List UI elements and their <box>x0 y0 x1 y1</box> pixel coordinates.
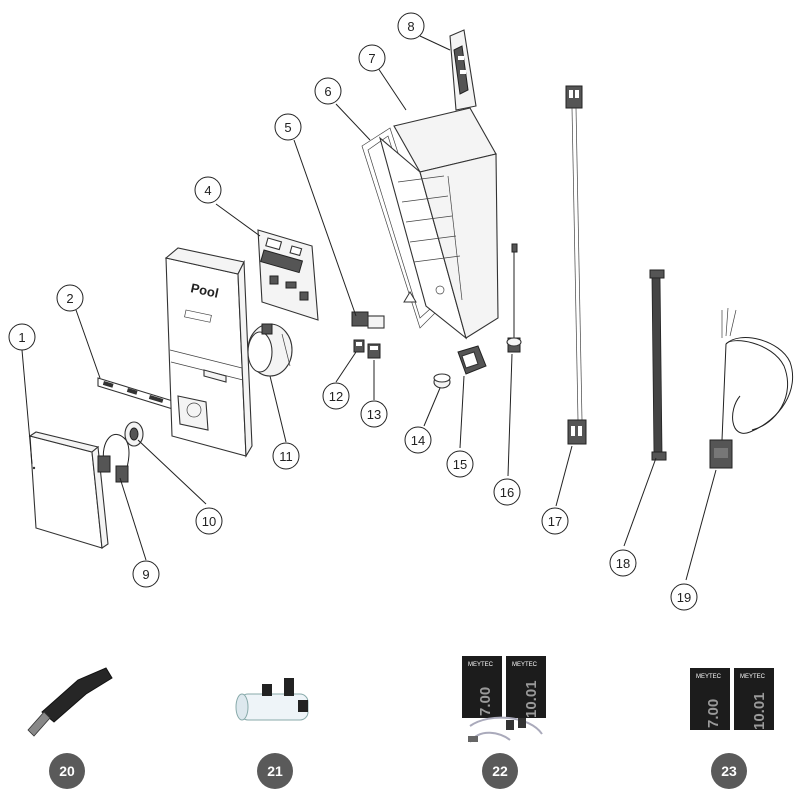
part-12-connector <box>353 339 365 353</box>
part-7-rear-enclosure <box>378 107 499 340</box>
packet-22b <box>506 656 546 718</box>
callout-6-label: 6 <box>324 84 331 99</box>
packet-23a-value: 7.00 <box>705 699 722 728</box>
callout-7-label: 7 <box>368 51 375 66</box>
packet-23a-brand: MEYTEC <box>696 674 722 680</box>
callout-4-label: 4 <box>204 183 211 198</box>
packet-22b-value: 10.01 <box>523 680 540 718</box>
callout-18-label: 18 <box>616 556 630 571</box>
callout-2-label: 2 <box>66 291 73 306</box>
badge-21: 21 <box>257 753 293 789</box>
callout-14: 14 <box>404 426 432 454</box>
part-23-packets: MEYTEC 7.00 MEYTEC 10.01 <box>690 668 774 730</box>
part-22-calibration-kit: MEYTEC 7.00 MEYTEC 10.01 <box>462 656 546 743</box>
callout-19-label: 19 <box>677 590 691 605</box>
part-13-connector <box>367 343 381 359</box>
badge-23: 23 <box>711 753 747 789</box>
packet-23a <box>690 668 730 730</box>
part-19-power-cord <box>709 307 794 469</box>
callout-8: 8 <box>397 12 425 40</box>
callout-16: 16 <box>493 478 521 506</box>
badge-23-label: 23 <box>721 763 737 779</box>
packet-22a-value: 7.00 <box>477 687 494 716</box>
callout-1-label: 1 <box>18 330 25 345</box>
callout-10-label: 10 <box>202 514 216 529</box>
callout-17-label: 17 <box>548 514 562 529</box>
callout-19: 19 <box>670 583 698 611</box>
callout-8-label: 8 <box>407 19 414 34</box>
callout-10: 10 <box>195 507 223 535</box>
badge-21-label: 21 <box>267 763 283 779</box>
packet-22a-brand: MEYTEC <box>468 662 494 668</box>
callout-3 <box>239 9 265 35</box>
callout-11-label: 11 <box>279 449 293 464</box>
part-18-ribbon-cable <box>649 269 667 461</box>
callout-1: 1 <box>8 323 36 351</box>
callout-5: 5 <box>274 113 302 141</box>
part-2-label-strip <box>97 377 177 411</box>
callout-7: 7 <box>358 44 386 72</box>
callout-4: 4 <box>194 176 222 204</box>
badge-20-label: 20 <box>59 763 75 779</box>
packet-22a <box>462 656 502 718</box>
callout-11: 11 <box>272 442 300 470</box>
callout-9: 9 <box>132 560 160 588</box>
part-16-sensor-probe <box>506 243 522 353</box>
callout-17: 17 <box>541 507 569 535</box>
part-3-front-housing: Pool <box>164 247 253 458</box>
packet-23b <box>734 668 774 730</box>
part-20-tool <box>27 667 113 737</box>
part-1-front-cover <box>28 431 109 549</box>
part-15-relay <box>457 345 487 375</box>
part-21-flow-cell <box>235 678 309 721</box>
part-5-connector <box>351 311 385 329</box>
callout-15-label: 15 <box>453 457 467 472</box>
callout-2: 2 <box>56 284 84 312</box>
part-8-bracket <box>449 29 477 111</box>
part-9-cable-assembly <box>97 433 130 483</box>
callout-14-label: 14 <box>411 433 425 448</box>
callout-15: 15 <box>446 450 474 478</box>
housing-logo: Pool <box>189 280 220 301</box>
callout-9-label: 9 <box>142 567 149 582</box>
callout-12: 12 <box>322 382 350 410</box>
badge-22-label: 22 <box>492 763 508 779</box>
callout-13: 13 <box>360 400 388 428</box>
leader-lines <box>21 35 717 581</box>
callout-13-label: 13 <box>367 407 381 422</box>
part-17-cable-harness <box>565 85 587 445</box>
badge-20: 20 <box>49 753 85 789</box>
part-4-pcb-board <box>257 229 319 321</box>
badge-22: 22 <box>482 753 518 789</box>
packet-23b-value: 10.01 <box>751 692 768 730</box>
callout-18: 18 <box>609 549 637 577</box>
callout-5-label: 5 <box>284 120 291 135</box>
packet-23b-brand: MEYTEC <box>740 674 766 680</box>
part-14-cap <box>433 373 451 389</box>
callout-6: 6 <box>314 77 342 105</box>
packet-22b-brand: MEYTEC <box>512 662 538 668</box>
part-11-motor <box>247 323 293 377</box>
callout-12-label: 12 <box>329 389 343 404</box>
callout-16-label: 16 <box>500 485 514 500</box>
